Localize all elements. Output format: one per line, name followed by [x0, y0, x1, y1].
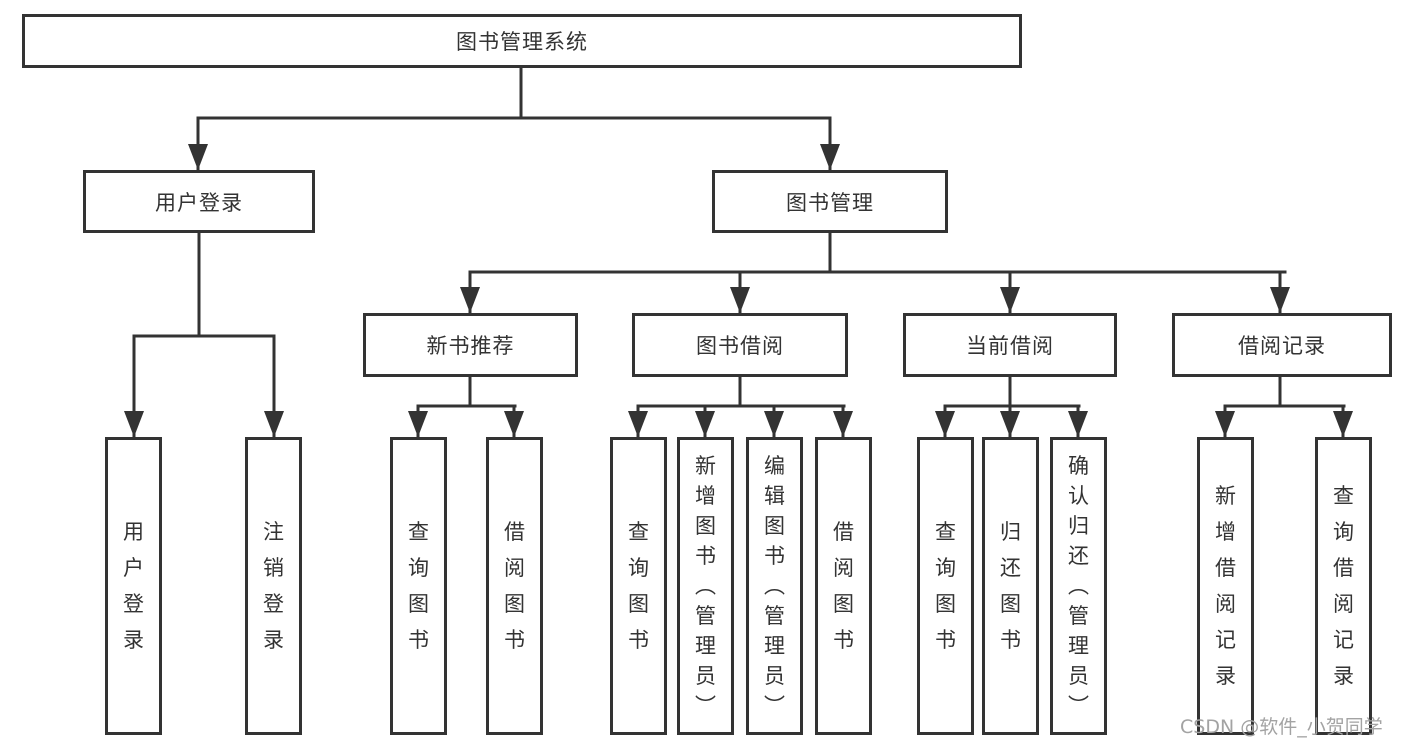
leaf-add-books-admin: 新增图书︵管理员︶	[677, 437, 734, 735]
node-borrowing-records: 借阅记录	[1172, 313, 1392, 377]
leaf-query-books-borrowing: 查询图书	[610, 437, 667, 735]
csdn-watermark: CSDN @软件_小贺同学	[1180, 716, 1383, 738]
connector-trunks	[132, 66, 1346, 408]
node-root-library-management-system: 图书管理系统	[22, 14, 1022, 68]
node-new-book-recommendation: 新书推荐	[363, 313, 578, 377]
node-user-login: 用户登录	[83, 170, 315, 233]
leaf-add-borrow-record: 新增借阅记录	[1197, 437, 1254, 735]
leaf-borrow-books-recommend: 借阅图书	[486, 437, 543, 735]
connector-arrows	[124, 118, 1353, 437]
leaf-edit-books-admin: 编辑图书︵管理员︶	[746, 437, 803, 735]
leaf-logout: 注销登录	[245, 437, 302, 735]
node-book-borrowing: 图书借阅	[632, 313, 848, 377]
leaf-confirm-return-admin: 确认归还︵管理员︶	[1050, 437, 1107, 735]
leaf-query-borrow-record: 查询借阅记录	[1315, 437, 1372, 735]
leaf-borrow-books: 借阅图书	[815, 437, 872, 735]
leaf-user-login: 用户登录	[105, 437, 162, 735]
node-book-management: 图书管理	[712, 170, 948, 233]
node-current-borrowing: 当前借阅	[903, 313, 1117, 377]
leaf-return-books: 归还图书	[982, 437, 1039, 735]
leaf-query-books-current: 查询图书	[917, 437, 974, 735]
leaf-query-books-recommend: 查询图书	[390, 437, 447, 735]
